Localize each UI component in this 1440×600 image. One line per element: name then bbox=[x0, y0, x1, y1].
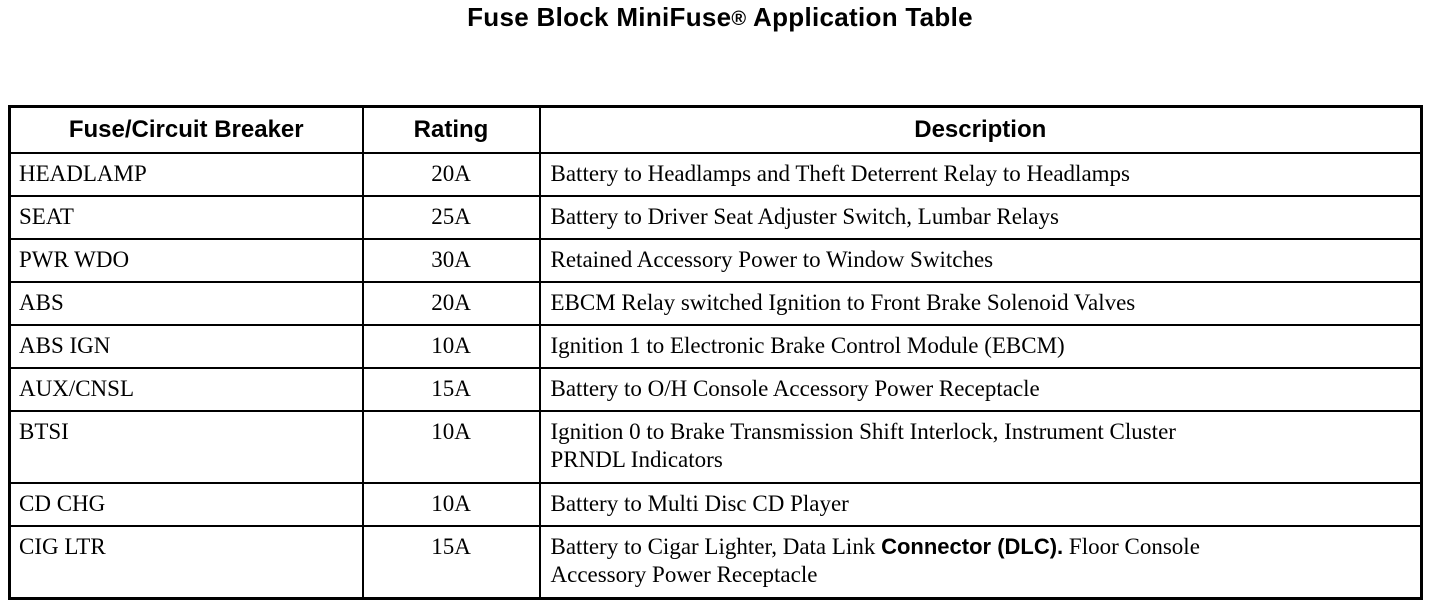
cell-description: EBCM Relay switched Ignition to Front Br… bbox=[538, 281, 1423, 326]
column-header-fuse-circuit-breaker: Fuse/Circuit Breaker bbox=[8, 105, 364, 154]
description-line: PRNDL Indicators bbox=[550, 447, 723, 472]
cell-rating: 25A bbox=[361, 195, 541, 240]
cell-description: Retained Accessory Power to Window Switc… bbox=[538, 238, 1423, 283]
cell-rating: 20A bbox=[361, 281, 541, 326]
description-line: Battery to Multi Disc CD Player bbox=[550, 491, 849, 516]
description-line: Ignition 1 to Electronic Brake Control M… bbox=[550, 333, 1065, 358]
description-text: Floor Console bbox=[1063, 534, 1200, 559]
registered-trademark-icon: ® bbox=[731, 8, 747, 30]
cell-fuse-name: CD CHG bbox=[8, 482, 364, 527]
page-title-prefix: Fuse Block MiniFuse bbox=[467, 2, 732, 32]
column-header-description: Description bbox=[538, 105, 1423, 154]
description-line: Battery to Cigar Lighter, Data Link Conn… bbox=[551, 533, 1411, 561]
cell-rating: 10A bbox=[361, 410, 541, 484]
cell-description: Battery to Multi Disc CD Player bbox=[538, 482, 1423, 527]
cell-fuse-name: CIG LTR bbox=[8, 525, 364, 600]
cell-fuse-name: AUX/CNSL bbox=[8, 367, 364, 412]
column-header-rating: Rating bbox=[361, 105, 541, 154]
cell-description: Battery to Cigar Lighter, Data Link Conn… bbox=[538, 525, 1423, 600]
cell-description: Ignition 1 to Electronic Brake Control M… bbox=[538, 324, 1423, 369]
description-line: Battery to Driver Seat Adjuster Switch, … bbox=[550, 204, 1059, 229]
page-title: Fuse Block MiniFuse® Application Table bbox=[0, 2, 1440, 33]
cell-description: Battery to Driver Seat Adjuster Switch, … bbox=[538, 195, 1423, 240]
description-text: Battery to Cigar Lighter, Data Link bbox=[550, 534, 882, 559]
cell-fuse-name: BTSI bbox=[8, 410, 364, 484]
cell-description: Battery to O/H Console Accessory Power R… bbox=[538, 367, 1423, 412]
cell-description: Ignition 0 to Brake Transmission Shift I… bbox=[538, 410, 1423, 484]
cell-fuse-name: ABS IGN bbox=[8, 324, 364, 369]
cell-fuse-name: HEADLAMP bbox=[8, 152, 364, 197]
cell-rating: 10A bbox=[361, 324, 541, 369]
cell-fuse-name: PWR WDO bbox=[8, 238, 364, 283]
fuse-application-table-container: Fuse/Circuit Breaker Rating Description … bbox=[8, 105, 1423, 600]
cell-rating: 15A bbox=[361, 525, 541, 600]
page-title-suffix: Application Table bbox=[746, 2, 973, 32]
description-line: Battery to O/H Console Accessory Power R… bbox=[550, 376, 1040, 401]
description-line: Ignition 0 to Brake Transmission Shift I… bbox=[550, 419, 1176, 444]
cell-fuse-name: ABS bbox=[8, 281, 364, 326]
cell-rating: 20A bbox=[361, 152, 541, 197]
table-header: Fuse/Circuit Breaker Rating Description bbox=[8, 105, 1423, 154]
cell-description: Battery to Headlamps and Theft Deterrent… bbox=[538, 152, 1423, 197]
fuse-application-table: Fuse/Circuit Breaker Rating Description … bbox=[8, 105, 1423, 600]
cell-rating: 30A bbox=[361, 238, 541, 283]
description-line: Accessory Power Receptacle bbox=[550, 562, 818, 587]
table-header-row: Fuse/Circuit Breaker Rating Description bbox=[8, 105, 1423, 154]
description-line: Battery to Headlamps and Theft Deterrent… bbox=[550, 161, 1131, 186]
description-emphasis: Connector (DLC). bbox=[881, 534, 1064, 559]
cell-fuse-name: SEAT bbox=[8, 195, 364, 240]
description-line: Retained Accessory Power to Window Switc… bbox=[550, 247, 994, 272]
cell-rating: 15A bbox=[361, 367, 541, 412]
cell-rating: 10A bbox=[361, 482, 541, 527]
description-line: EBCM Relay switched Ignition to Front Br… bbox=[550, 290, 1136, 315]
